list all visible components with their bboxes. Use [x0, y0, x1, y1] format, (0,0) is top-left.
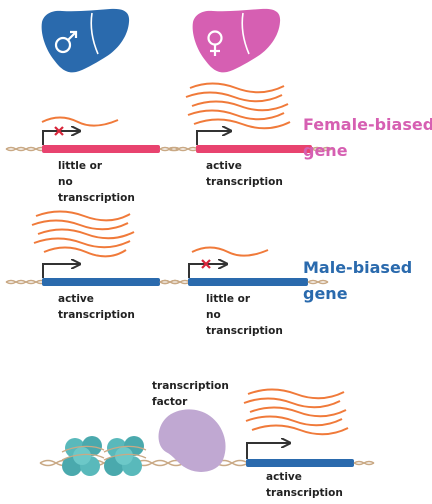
dna-strand [167, 146, 199, 152]
caption-line: transcription [206, 325, 283, 337]
male-symbol-icon [54, 30, 78, 54]
female-biased-line2: gene [303, 141, 348, 160]
caption-line: transcription [266, 487, 343, 499]
mrna-strand [251, 424, 349, 436]
mrna-strand [191, 246, 269, 257]
dna-strand [307, 279, 329, 285]
female-biased-gene-label: Female-biased gene [303, 112, 432, 164]
gene-body [188, 278, 308, 286]
female-symbol-icon [207, 30, 223, 56]
mrna-strand [191, 100, 289, 112]
mrna-strand [31, 219, 129, 231]
dna-strand [5, 279, 47, 285]
promoter-arrow [196, 131, 230, 145]
blocked-x-icon [201, 259, 211, 269]
mrna-strand [243, 397, 341, 409]
gene-body [42, 145, 160, 153]
dna-strand [5, 146, 47, 152]
caption-line: transcription [206, 176, 283, 188]
dna-strand [167, 146, 199, 152]
mrna-strand [43, 246, 127, 258]
mrna-strand [193, 118, 291, 130]
dna-strand [159, 279, 191, 285]
mb-male-caption: active transcription [58, 291, 135, 323]
caption-line: active [206, 160, 242, 172]
caption-line: little or [206, 293, 251, 305]
caption-line: active [58, 293, 94, 305]
mb-male-gene-panel [5, 210, 181, 286]
mrna-strand [249, 406, 347, 418]
fb-female-caption: active transcription [206, 158, 283, 190]
female-biased-line1: Female-biased [303, 115, 432, 134]
dna-strand [353, 460, 375, 466]
male-liver-icon [41, 8, 130, 73]
male-biased-line2: gene [303, 284, 348, 303]
mb-female-caption: little or no transcription [206, 291, 283, 339]
mrna-strand [41, 116, 119, 127]
caption-line: no [58, 176, 73, 188]
transcription-factor-shape [158, 409, 226, 472]
dna-strand [311, 146, 333, 152]
fb-female-gene-panel [167, 82, 333, 153]
nucleosome [61, 436, 105, 476]
caption-line: little or [58, 160, 103, 172]
caption-line: transcription [58, 192, 135, 204]
caption-line: factor [152, 396, 188, 408]
transcription-factor-label: transcription factor [152, 378, 229, 410]
promoter-arrow [42, 264, 79, 278]
caption-line: active [266, 471, 302, 483]
blocked-x-icon [54, 126, 64, 136]
gene-body [246, 459, 354, 467]
bottom-gene-panel [243, 388, 375, 467]
caption-line: transcription [58, 309, 135, 321]
male-biased-line1: Male-biased [303, 258, 413, 277]
gene-body [42, 278, 160, 286]
mrna-strand [245, 415, 343, 427]
female-liver-icon [192, 8, 281, 73]
mrna-strand [37, 228, 135, 240]
chromatin-panel [39, 409, 249, 476]
promoter-arrow [42, 131, 79, 145]
mrna-strand [247, 388, 345, 400]
mrna-strand [185, 91, 283, 103]
mrna-strand [189, 82, 285, 94]
bottom-caption: active transcription [266, 469, 343, 501]
mb-female-gene-panel [159, 246, 329, 286]
fb-male-gene-panel [5, 116, 181, 153]
nucleosome [103, 436, 147, 476]
mrna-strand [33, 237, 131, 249]
mrna-strand [187, 109, 285, 121]
dna-strand [159, 279, 191, 285]
promoter-arrow [246, 443, 289, 459]
fb-male-caption: little or no transcription [58, 158, 135, 206]
male-biased-gene-label: Male-biased gene [303, 255, 412, 307]
caption-line: no [206, 309, 221, 321]
mrna-strand [35, 210, 131, 222]
gene-body [196, 145, 312, 153]
caption-line: transcription [152, 380, 229, 392]
promoter-arrow [188, 264, 226, 278]
